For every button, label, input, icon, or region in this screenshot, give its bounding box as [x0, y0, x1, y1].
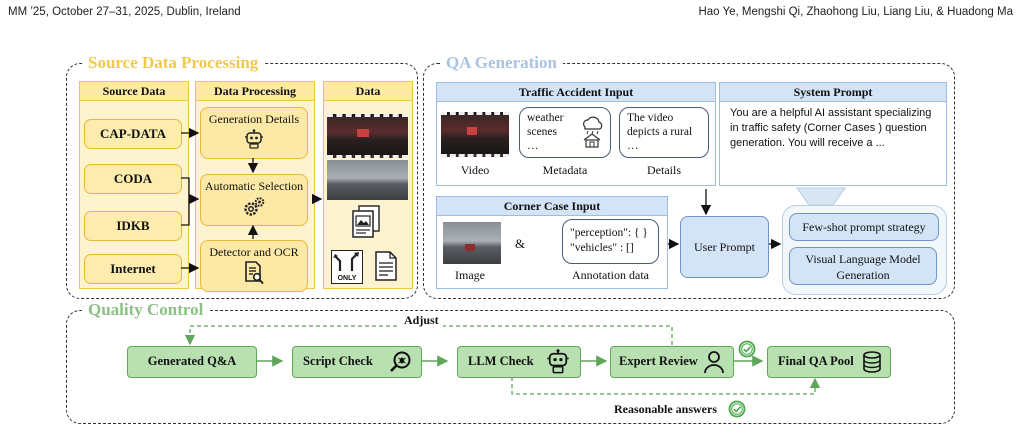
- source-idkb: IDKB: [84, 211, 182, 241]
- person-icon: [704, 351, 724, 374]
- qa-generation-region: [423, 63, 955, 299]
- step-automatic-selection-label: Automatic Selection: [204, 179, 304, 193]
- caption-image: Image: [455, 268, 485, 282]
- corner-case-image: [443, 222, 501, 264]
- user-prompt-box: User Prompt: [680, 216, 769, 278]
- accident-video-thumbnail: [327, 114, 408, 158]
- step-generation-details-label: Generation Details: [208, 112, 300, 126]
- details-box: The video depicts a rural …: [619, 107, 709, 158]
- metadata-scenes: scenes: [527, 126, 558, 138]
- database-icon: [863, 351, 881, 373]
- only-lane-sign-icon: ONLY: [331, 250, 363, 284]
- annotation-box: "perception": { } "vehicles" : []: [562, 219, 659, 264]
- quality-control-region: [66, 310, 955, 424]
- gears-icon: [244, 197, 265, 216]
- metadata-ellipsis: …: [527, 140, 539, 152]
- annotation-vehicles: "vehicles" : []: [570, 242, 634, 254]
- qc-generated-qa: Generated Q&A: [127, 346, 257, 378]
- adjust-label: Adjust: [400, 313, 443, 328]
- caption-details: Details: [647, 163, 681, 177]
- caption-annotation: Annotation data: [572, 268, 649, 282]
- ampersand: &: [514, 236, 526, 251]
- robot-icon: [245, 129, 263, 149]
- document-icon: [375, 251, 397, 281]
- qc-llm-check: LLM Check: [457, 346, 581, 378]
- few-shot-box: Few-shot prompt strategy: [789, 213, 939, 241]
- quality-control-title: Quality Control: [82, 301, 210, 319]
- system-prompt-title: System Prompt: [720, 83, 946, 102]
- qc-expert-review-label: Expert Review: [619, 354, 698, 368]
- annotation-perception: "perception": { }: [570, 227, 648, 239]
- vlm-generation-box: Visual Language Model Generation: [789, 247, 937, 285]
- data-processing-header: Data Processing: [196, 82, 314, 101]
- qc-script-check-label: Script Check: [303, 354, 373, 368]
- qc-final-qa-pool: Final QA Pool: [767, 346, 891, 378]
- caption-metadata: Metadata: [542, 163, 588, 177]
- header-right: Hao Ye, Mengshi Qi, Zhaohong Liu, Liang …: [698, 6, 1013, 18]
- qc-script-check: Script Check: [292, 346, 422, 378]
- qc-expert-review: Expert Review: [610, 346, 734, 378]
- step-detector-ocr: Detector and OCR: [200, 240, 308, 292]
- metadata-weather: weather: [527, 112, 564, 124]
- only-sign-text: ONLY: [337, 275, 357, 282]
- step-detector-ocr-label: Detector and OCR: [209, 245, 299, 259]
- system-prompt-text: You are a helpful AI assistant specializ…: [730, 107, 932, 149]
- reasonable-answers-label: Reasonable answers: [614, 402, 718, 416]
- accident-video-frame: [441, 112, 509, 157]
- caption-video: Video: [460, 163, 490, 177]
- weather-house-icon: [583, 116, 603, 148]
- robot-icon: [547, 349, 569, 374]
- qc-final-qa-pool-label: Final QA Pool: [778, 354, 854, 368]
- road-image-thumbnail: [327, 160, 408, 200]
- qc-llm-check-label: LLM Check: [468, 354, 534, 368]
- document-search-icon: [245, 261, 264, 285]
- source-cap-data: CAP-DATA: [84, 119, 182, 149]
- data-header: Data: [324, 82, 412, 101]
- header-left: MM ’25, October 27–31, 2025, Dublin, Ire…: [8, 6, 241, 18]
- bug-search-icon: [390, 351, 411, 372]
- image-documents-icon: [352, 205, 380, 238]
- metadata-box: weather scenes …: [519, 107, 611, 158]
- source-data-header: Source Data: [80, 82, 188, 101]
- qa-generation-title: QA Generation: [440, 54, 563, 72]
- check-circle-icon: [738, 340, 756, 358]
- check-circle-icon: [728, 400, 746, 418]
- source-internet: Internet: [84, 254, 182, 284]
- step-generation-details: Generation Details: [200, 107, 308, 159]
- system-prompt-panel: System Prompt You are a helpful AI assis…: [719, 82, 947, 186]
- source-coda: CODA: [84, 164, 182, 194]
- step-automatic-selection: Automatic Selection: [200, 174, 308, 226]
- corner-case-title: Corner Case Input: [437, 197, 667, 216]
- traffic-accident-title: Traffic Accident Input: [437, 83, 715, 102]
- source-processing-title: Source Data Processing: [82, 54, 265, 72]
